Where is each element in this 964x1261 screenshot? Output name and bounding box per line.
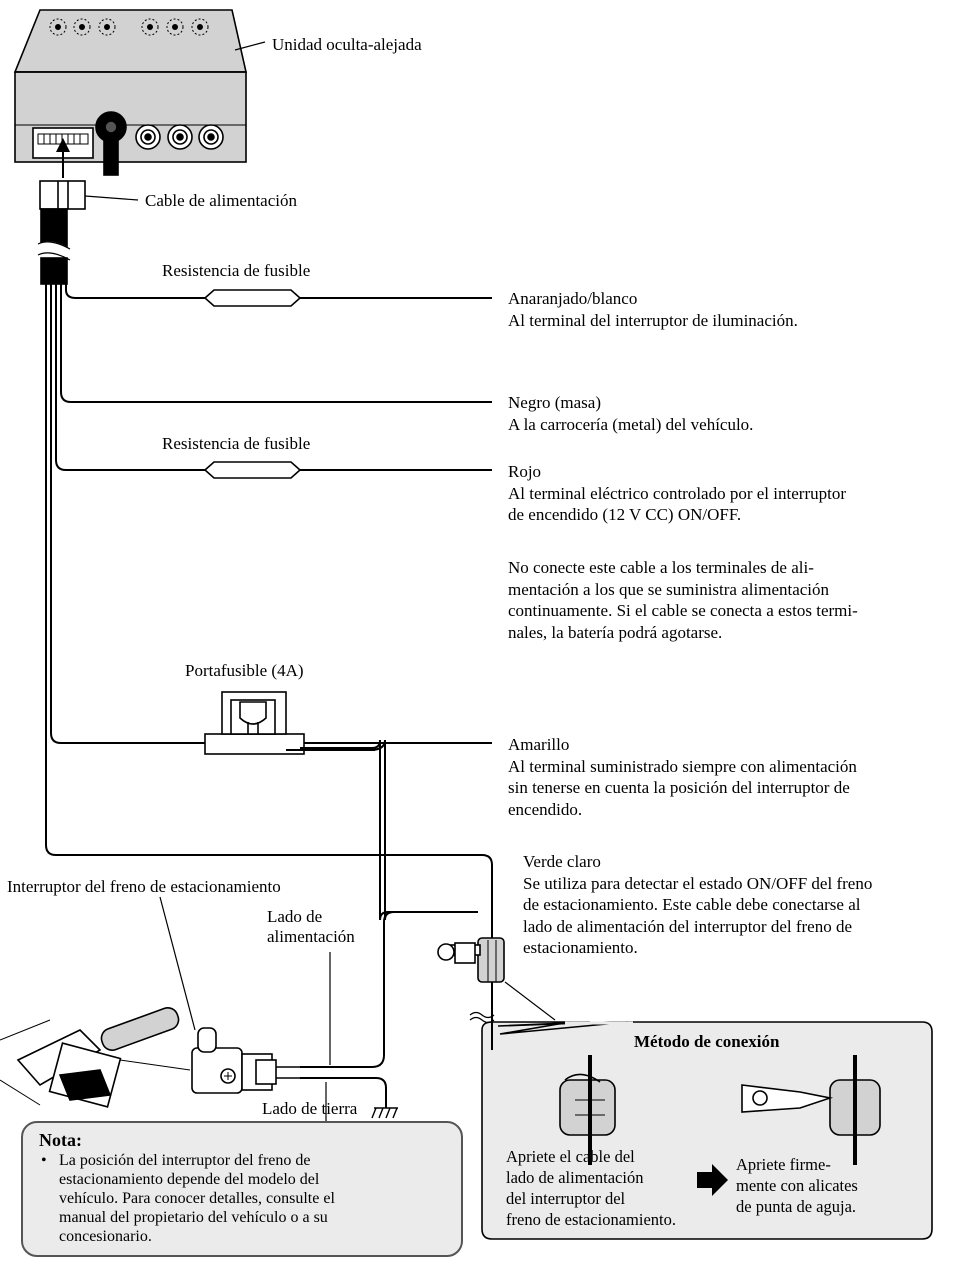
wire-color: Negro (masa)	[508, 393, 601, 412]
fuse-resistor-label-2: Resistencia de fusible	[162, 434, 311, 453]
wire-desc-line: lado de alimentación del interruptor del…	[523, 916, 853, 936]
brake-switch-label: Interruptor del freno de estacionamiento	[7, 877, 281, 896]
wire-desc-line: estacionamiento.	[523, 938, 638, 957]
power-side-label-1: Lado de	[267, 907, 323, 926]
power-side-label-2: alimentación	[267, 927, 355, 946]
brake-wire-paths	[300, 739, 478, 921]
wire-desc-light-green: Verde claro Se utiliza para detectar el …	[523, 851, 872, 959]
wire-tap-connector	[437, 937, 505, 1050]
red-wire-warning: No conecte este cable a los terminales d…	[508, 557, 858, 643]
note-line: concesionario.	[59, 1228, 152, 1245]
wire-desc-line: encendido.	[508, 799, 583, 819]
step-line: Apriete el cable del	[506, 1147, 635, 1166]
ground-tick-marks	[469, 1011, 495, 1024]
note-line: manual del propietario del vehículo o a …	[59, 1209, 328, 1226]
note-line: La posición del interruptor del freno de	[59, 1152, 311, 1169]
wire-desc-line: de encendido (12 V CC) ON/OFF.	[508, 505, 742, 524]
fuse-resistor-label-1: Resistencia de fusible	[162, 261, 311, 280]
connection-method-callout	[481, 1021, 933, 1240]
step-line: mente con alicates	[736, 1176, 858, 1195]
wire-desc-orange-white: Anaranjado/blanco Al terminal del interr…	[508, 288, 798, 331]
ground-side-label: Lado de tierra	[262, 1099, 358, 1118]
fuse-holder-label: Portafusible (4A)	[185, 661, 304, 680]
unit-label: Unidad oculta-alejada	[272, 35, 422, 54]
note-item: • La posición del interruptor del freno …	[39, 1151, 449, 1246]
wire-desc-line: Se utiliza para detectar el estado ON/OF…	[523, 873, 873, 893]
wire-desc-line: Al terminal eléctrico controlado por el …	[508, 483, 846, 503]
note-line: estacionamiento depende del modelo del	[59, 1171, 320, 1188]
unit-leader-line	[234, 41, 266, 51]
warning-line: No conecte este cable a los terminales d…	[508, 558, 814, 577]
fuse-resistor-1	[203, 289, 302, 307]
connection-step2-text: Apriete firme- mente con alicates de pun…	[736, 1154, 858, 1217]
warning-line: nales, la batería podrá agotarse.	[508, 622, 723, 642]
arrow-right-icon	[697, 1164, 728, 1196]
step-line: de punta de aguja.	[736, 1197, 857, 1216]
wire-harness	[45, 284, 493, 1020]
step-line: del interruptor del	[506, 1189, 626, 1208]
note-title: Nota:	[39, 1130, 82, 1150]
step-line: Apriete firme-	[736, 1155, 831, 1174]
wire-desc-red: Rojo Al terminal eléctrico controlado po…	[508, 461, 846, 526]
power-cable-leader-line	[84, 195, 139, 201]
wire-color: Anaranjado/blanco	[508, 289, 638, 308]
connection-method-title: Método de conexión	[634, 1032, 780, 1051]
step1-illustration	[559, 1055, 616, 1165]
wire-desc-line: de estacionamiento. Este cable debe cone…	[523, 895, 861, 914]
brake-wiring	[296, 739, 478, 921]
wire-desc-line: Al terminal suministrado siempre con ali…	[508, 756, 857, 776]
step-line: lado de alimentación	[506, 1168, 644, 1187]
wire-color: Amarillo	[508, 735, 570, 754]
warning-line: continuamente. Si el cable se conecta a …	[508, 601, 858, 620]
ground-symbol-icon	[371, 1107, 398, 1119]
wire-desc-black: Negro (masa) A la carrocería (metal) del…	[508, 392, 753, 435]
brake-leader-lines	[300, 911, 478, 1108]
insert-arrow-icon	[56, 138, 70, 178]
fuse-holder	[204, 691, 305, 755]
wire-color: Rojo	[508, 462, 542, 481]
wire-desc-yellow: Amarillo Al terminal suministrado siempr…	[508, 734, 857, 820]
connection-step1-text: Apriete el cable del lado de alimentació…	[506, 1146, 676, 1230]
power-cable-label: Cable de alimentación	[145, 191, 297, 210]
power-cable-plug	[36, 180, 86, 285]
step2-illustration	[741, 1055, 881, 1165]
step-line: freno de estacionamiento.	[506, 1210, 676, 1229]
wire-desc-line: sin tenerse en cuenta la posición del in…	[508, 778, 850, 797]
bullet: •	[41, 1152, 47, 1169]
wire-desc-line: Al terminal del interruptor de iluminaci…	[508, 310, 798, 330]
note-line: vehículo. Para conocer detalles, consult…	[59, 1190, 335, 1207]
wire-desc-line: A la carrocería (metal) del vehículo.	[508, 414, 754, 434]
parking-brake-illustration	[0, 1006, 300, 1108]
hideaway-unit	[13, 9, 248, 176]
note-box: Nota: • La posición del interruptor del …	[21, 1121, 463, 1257]
fuse-resistor-2	[203, 461, 302, 479]
warning-line: mentación a los que se suministra alimen…	[508, 579, 830, 599]
wire-color: Verde claro	[523, 852, 601, 871]
